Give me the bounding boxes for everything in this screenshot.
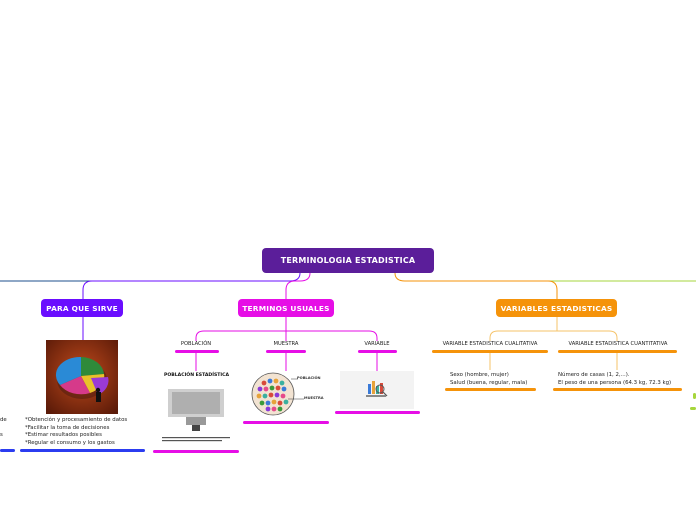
muestra-tag-muestra: MUESTRA (304, 396, 324, 400)
muestra-tag-poblacion: POBLACIÓN (297, 376, 321, 380)
poblacion-underline (153, 450, 239, 453)
example-line: El peso de una persona (64.3 kg, 72.3 kg… (558, 379, 672, 386)
muestra-image[interactable]: POBLACIÓN MUESTRA (246, 371, 326, 418)
branch-para-que-sirve-label: PARA QUE SIRVE (46, 303, 118, 313)
example-line: Salud (buena, regular, mala) (450, 379, 528, 386)
variable-image[interactable] (340, 371, 414, 409)
connector-terminos-poblacion (195, 317, 287, 341)
connector-variables-cuantitativa (557, 330, 618, 341)
term-poblacion-underline (175, 350, 219, 353)
term-variable[interactable]: VARIABLE (352, 341, 402, 347)
list-item: *Facilitar la toma de decisiones (25, 424, 110, 431)
var-cuantitativa-label: VARIABLE ESTADISTICA CUANTITATIVA (568, 341, 668, 347)
edge-fragment-1: de (0, 417, 7, 423)
cuantitativa-examples-underline (553, 388, 682, 391)
para-que-sirve-underline (20, 449, 145, 452)
connector-terminos-variable (286, 330, 378, 341)
var-cualitativa-underline (432, 350, 548, 353)
left-edge-underline (0, 449, 15, 452)
sample-illustration (251, 372, 304, 416)
edge-fragment-2: s (0, 432, 3, 438)
connector-variables-cualitativa (489, 317, 558, 341)
branch-variables-estadisticas[interactable]: VARIABLES ESTADISTICAS (496, 299, 617, 317)
para-que-sirve-list: *Obtención y procesamiento de datos *Fac… (25, 417, 127, 447)
right-edge-dot (693, 393, 696, 399)
example-line: Número de casas (1, 2,...). (558, 372, 630, 378)
pie-chart-image[interactable] (46, 340, 118, 414)
poblacion-image-title: POBLACIÓN ESTADÍSTICA (163, 373, 230, 378)
connector-root-variables (394, 272, 558, 299)
cualitativa-examples: Sexo (hombre, mujer) Salud (buena, regul… (450, 372, 527, 387)
poblacion-image[interactable]: POBLACIÓN ESTADÍSTICA (158, 371, 235, 447)
root-node-label: TERMINOLOGIA ESTADISTICA (280, 256, 416, 265)
cualitativa-examples-underline (445, 388, 536, 391)
term-muestra-label: MUESTRA (273, 341, 299, 347)
muestra-underline (243, 421, 329, 424)
branch-para-que-sirve[interactable]: PARA QUE SIRVE (41, 299, 123, 317)
crowd-illustration (162, 389, 230, 442)
var-cuantitativa-underline (558, 350, 677, 353)
pie-chart-illustration (46, 340, 118, 414)
branch-terminos-usuales[interactable]: TERMINOS USUALES (238, 299, 334, 317)
root-node[interactable]: TERMINOLOGIA ESTADISTICA (262, 248, 434, 273)
connector-root-terminos (285, 272, 311, 299)
branch-variables-estadisticas-label: VARIABLES ESTADISTICAS (500, 303, 613, 313)
var-cualitativa[interactable]: VARIABLE ESTADISTICA CUALITATIVA (430, 341, 550, 347)
var-cualitativa-label: VARIABLE ESTADISTICA CUALITATIVA (442, 341, 538, 347)
term-muestra-underline (266, 350, 306, 353)
variable-underline (335, 411, 420, 414)
list-item: *Estimar resultados posibles (25, 432, 102, 439)
term-muestra[interactable]: MUESTRA (260, 341, 312, 347)
example-line: Sexo (hombre, mujer) (450, 372, 509, 378)
list-item: *Obtención y procesamiento de datos (25, 417, 128, 423)
right-edge-marker (690, 407, 696, 410)
term-variable-underline (358, 350, 397, 353)
list-item: *Regular el consumo y los gastos (25, 439, 115, 446)
variable-illustration (366, 381, 388, 397)
branch-terminos-usuales-label: TERMINOS USUALES (242, 303, 330, 313)
cuantitativa-examples: Número de casas (1, 2,...). El peso de u… (558, 372, 671, 387)
term-variable-label: VARIABLE (364, 341, 390, 347)
term-poblacion-label: POBLACIÓN (180, 341, 212, 347)
term-poblacion[interactable]: POBLACIÓN (170, 341, 222, 347)
var-cuantitativa[interactable]: VARIABLE ESTADISTICA CUANTITATIVA (557, 341, 679, 347)
connector-root-para-que-sirve (82, 272, 301, 299)
